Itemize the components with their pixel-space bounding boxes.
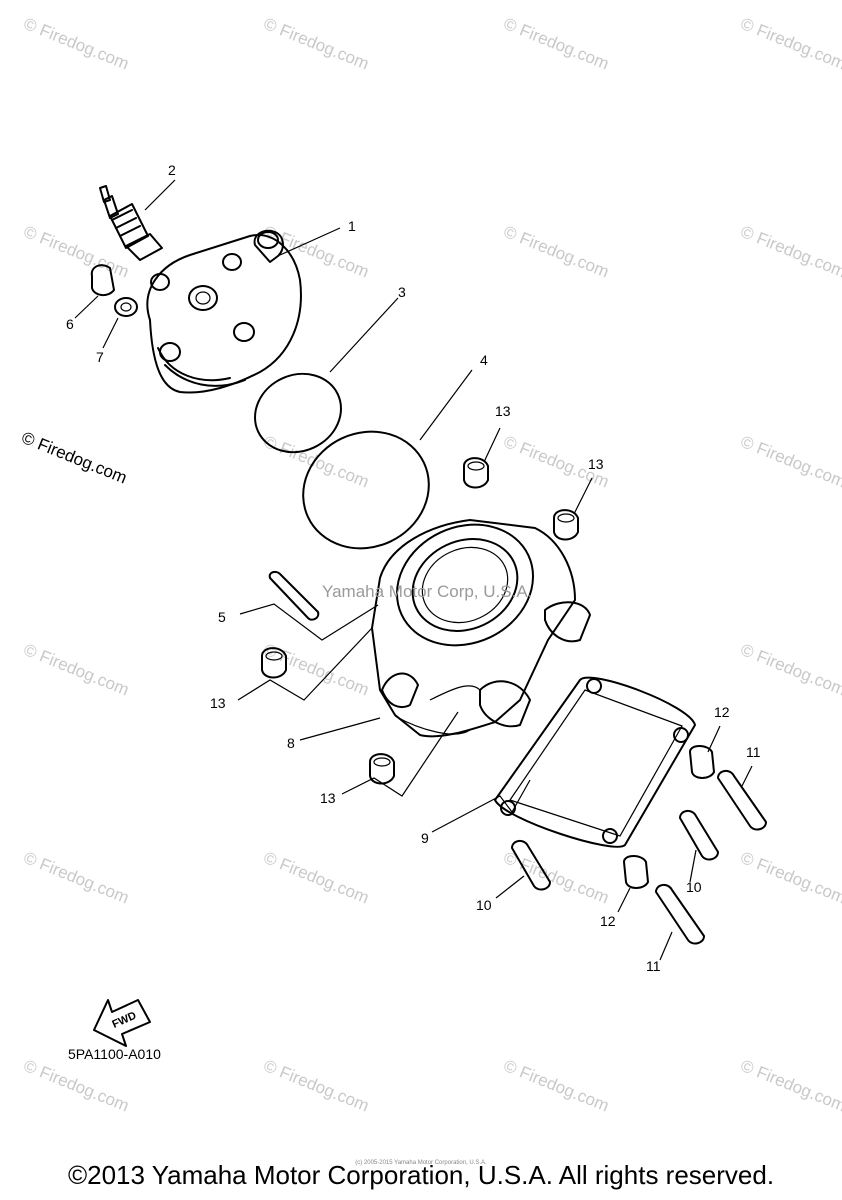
callout-13: 13	[588, 456, 604, 472]
fwd-arrow-icon: FWD	[93, 999, 151, 1047]
base-gasket	[494, 676, 696, 848]
callout-9: 9	[421, 830, 429, 846]
callout-10: 10	[686, 879, 702, 895]
callout-13: 13	[320, 790, 336, 806]
nut	[553, 509, 579, 541]
o-ring-small	[254, 372, 342, 454]
diagram-code: 5PA1100-A010	[68, 1046, 161, 1062]
callout-10: 10	[476, 897, 492, 913]
stud-bolt	[268, 570, 320, 621]
nut	[261, 647, 287, 679]
callout-12: 12	[714, 704, 730, 720]
callout-11: 11	[746, 744, 761, 760]
callout-2: 2	[168, 162, 176, 178]
callout-13: 13	[210, 695, 226, 711]
stud-bolt	[679, 810, 719, 861]
callout-8: 8	[287, 735, 295, 751]
leader-lines	[74, 179, 753, 961]
footer-small-print: (c) 2005-2015 Yamaha Motor Corporation, …	[355, 1160, 487, 1166]
dowel-pin	[689, 745, 715, 779]
callout-5: 5	[218, 609, 226, 625]
stud-bolt	[511, 840, 551, 891]
nut	[369, 753, 395, 785]
stud-bolt	[655, 884, 705, 945]
copyright-footer: ©2013 Yamaha Motor Corporation, U.S.A. A…	[67, 1160, 775, 1190]
nut	[463, 457, 489, 489]
cylinder	[371, 519, 591, 738]
callout-13: 13	[495, 403, 511, 419]
callout-3: 3	[398, 284, 406, 300]
dowel-pin	[623, 855, 649, 889]
callout-12: 12	[600, 913, 616, 929]
spark-plug	[99, 185, 163, 261]
cylinder-head	[146, 229, 302, 394]
washer	[114, 297, 138, 317]
center-watermark: Yamaha Motor Corp, U.S.A.	[322, 582, 533, 601]
o-ring-large	[302, 430, 430, 550]
cap-nut	[90, 264, 115, 296]
callout-1: 1	[348, 218, 356, 234]
callout-11: 11	[646, 958, 661, 974]
fwd-label: FWD	[110, 1010, 138, 1031]
stud-bolt	[717, 770, 767, 831]
callout-7: 7	[96, 349, 104, 365]
callout-6: 6	[66, 316, 74, 332]
callout-4: 4	[480, 352, 488, 368]
